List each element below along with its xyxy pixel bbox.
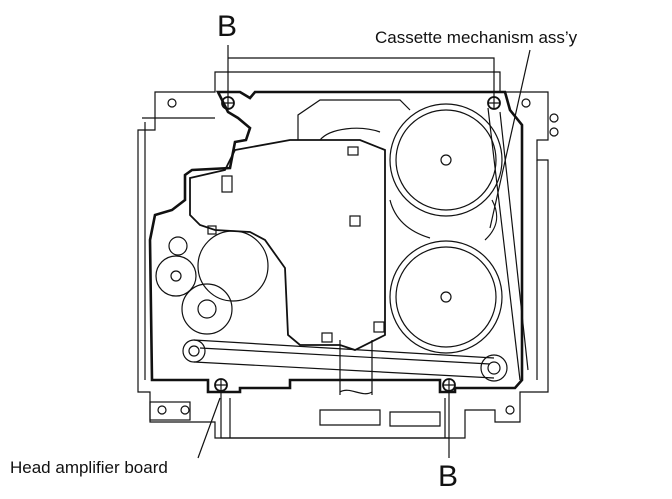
upper-reel: [389, 103, 503, 217]
head-amplifier-board: [189, 139, 386, 351]
screw-top-right: [487, 96, 501, 110]
cassette-mechanism-label: Cassette mechanism ass’y: [375, 28, 578, 47]
screw-bottom-right: [442, 378, 456, 392]
screw-label-bottom: B: [438, 460, 459, 493]
lower-belt: [182, 339, 508, 395]
lower-reel: [389, 240, 503, 354]
mechanism-outline: [148, 90, 524, 394]
left-gears: [155, 230, 269, 335]
mounting-holes: [149, 98, 559, 421]
screw-label-top: B: [217, 10, 238, 43]
head-amplifier-label: Head amplifier board: [10, 458, 168, 477]
inner-housing: [297, 99, 411, 141]
screw-top-left: [221, 96, 235, 110]
drive-belt: [389, 107, 529, 381]
leader-lines: [197, 45, 531, 459]
board-connectors: [207, 146, 385, 343]
screw-bottom-left: [214, 378, 228, 392]
